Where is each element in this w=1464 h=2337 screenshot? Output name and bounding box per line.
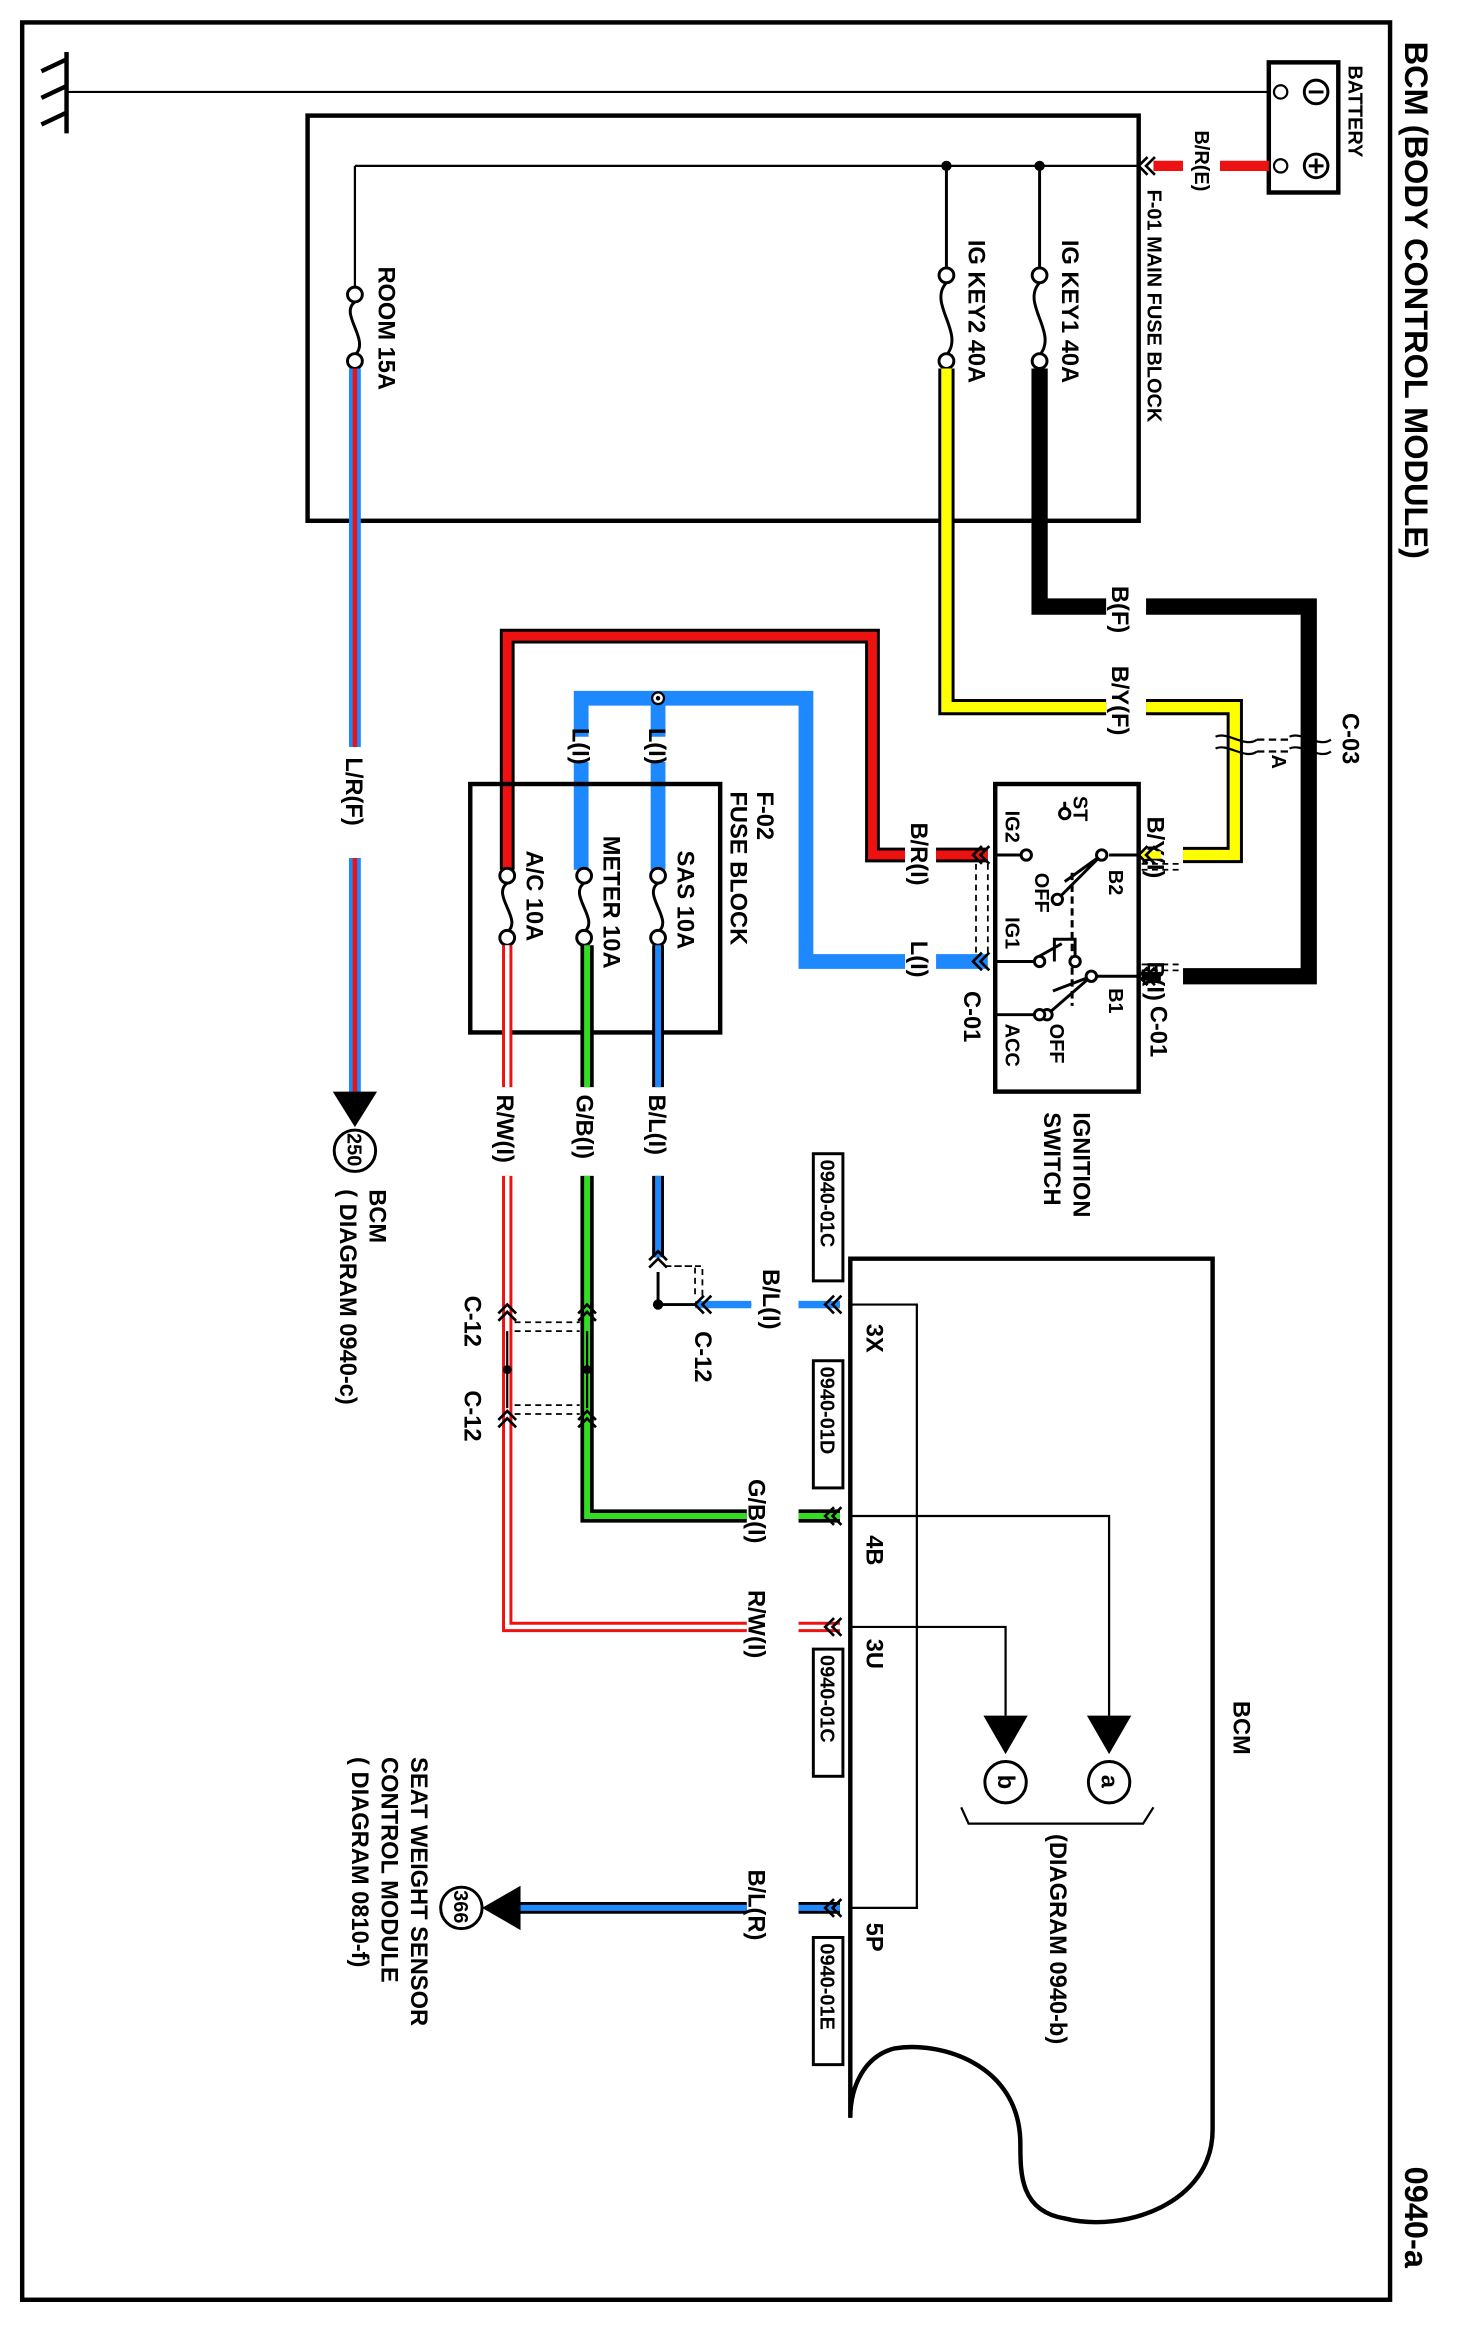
diagram-title: BCM (BODY CONTROL MODULE): [1398, 42, 1434, 559]
wire-label: L(I): [905, 941, 931, 978]
offpage-ref-a: [1086, 1760, 1132, 1805]
wire-label: R/W(I): [742, 1590, 768, 1658]
wire-label: B/L(I): [757, 1269, 783, 1329]
ground-icon: [40, 52, 69, 134]
fuse-block-label: F-02: [751, 791, 777, 840]
terminal-label-st: ST: [1069, 796, 1091, 822]
ref-label: ( DIAGRAM 0810-f): [346, 1757, 372, 1967]
fuse-label: A/C 10A: [520, 851, 546, 942]
fuse-meter: [575, 866, 593, 947]
arrow-left-icon: [482, 1885, 521, 1931]
pin-label: 4B: [861, 1535, 887, 1565]
fuse-label: METER 10A: [597, 836, 623, 969]
fuse-room: [346, 285, 364, 370]
wire-label: R/W(I): [491, 1095, 517, 1163]
connector-c12: [497, 1303, 598, 1429]
wire-label: L(I): [566, 728, 592, 765]
wire-label: G/B(I): [571, 1095, 597, 1159]
ignition-switch-label: IGNITION: [1068, 1112, 1094, 1217]
connector-label: C-01: [958, 991, 984, 1042]
ref-label: BCM: [364, 1189, 390, 1243]
connector-label: C-12: [458, 1390, 484, 1441]
fuse-block-label: FUSE BLOCK: [725, 791, 751, 945]
wire-label: B/L(R): [742, 1869, 768, 1940]
pin-label: 3U: [861, 1639, 887, 1669]
offpage-ref-366: [439, 1885, 484, 1931]
main-fuse-block: [305, 113, 1141, 524]
main-fuse-block-label: F-01 MAIN FUSE BLOCK: [1143, 190, 1165, 423]
arrow-down-icon: [983, 1715, 1028, 1755]
terminal-label-off: OFF: [1045, 1024, 1067, 1064]
connector-label: C-12: [689, 1331, 715, 1382]
ref-label: CONTROL MODULE: [376, 1757, 402, 1983]
wire-label: L/R(F): [340, 757, 366, 825]
wire-label: B/R(E): [1190, 130, 1212, 191]
connector-label: C-01: [1144, 1006, 1170, 1057]
ref-number: 250: [343, 1133, 365, 1166]
connector-pin-label: A: [1267, 754, 1289, 768]
fuse-ig-key1: [1030, 266, 1049, 370]
wire-label: L(I): [643, 728, 669, 765]
bcm-module: [848, 1256, 1215, 2225]
page-border: [19, 20, 1393, 2302]
arrow-down-icon: [1086, 1715, 1132, 1755]
bracket: [960, 1806, 1155, 1825]
ignition-switch: [993, 781, 1141, 1094]
connector-ref-box: 0940-01E: [811, 1935, 845, 2067]
connector-label: C-12: [458, 1296, 484, 1347]
ref-letter: a: [1096, 1775, 1122, 1789]
wire-rwi: [502, 945, 840, 1633]
connector-ref-box: 0940-01C: [811, 1152, 845, 1283]
offpage-diagram-label: (DIAGRAM 0940-b): [1044, 1834, 1070, 2044]
wire-li: [573, 690, 988, 969]
ignition-switch-label: SWITCH: [1038, 1112, 1064, 1205]
fuse-ac: [498, 866, 517, 947]
terminal-label-off: OFF: [1030, 873, 1052, 913]
wire-label: G/B(I): [742, 1479, 768, 1543]
terminal-label-ig1: IG1: [1001, 917, 1023, 949]
svg-text:0940-01D: 0940-01D: [816, 1367, 838, 1455]
fuse-ig-key2: [937, 266, 956, 370]
bcm-label: BCM: [1227, 1701, 1253, 1755]
pin-label: 5P: [861, 1923, 887, 1952]
ref-letter: b: [992, 1775, 1018, 1789]
switch-contacts: [995, 801, 1139, 1022]
wire-bf: [1031, 368, 1317, 985]
battery-label: BATTERY: [1344, 65, 1366, 157]
fuse-label: IG KEY1 40A: [1056, 240, 1082, 383]
svg-text:0940-01C: 0940-01C: [816, 1655, 838, 1743]
connector-ref-box: 0940-01D: [811, 1359, 845, 1490]
pin-label: 3X: [861, 1324, 887, 1353]
ref-number: 366: [449, 1890, 471, 1923]
connector-label: C-03: [1337, 713, 1363, 764]
terminal-label-b2: B2: [1104, 870, 1126, 896]
fuse-label: SAS 10A: [671, 851, 697, 950]
wire-label: B(F): [1106, 586, 1132, 633]
wire-label: B/L(I): [643, 1095, 669, 1155]
fuse-label: IG KEY2 40A: [963, 240, 989, 383]
wire-label: B/R(I): [905, 822, 931, 885]
page-code: 0940-a: [1398, 2167, 1434, 2269]
ref-label: SEAT WEIGHT SENSOR: [405, 1757, 431, 2026]
terminal-label-ig2: IG2: [1001, 811, 1023, 843]
terminal-label-b1: B1: [1104, 988, 1126, 1014]
fuse-block-f02: [468, 781, 723, 1035]
fuse-label: ROOM 15A: [373, 266, 399, 390]
svg-text:0940-01C: 0940-01C: [816, 1160, 838, 1248]
offpage-ref-250: [332, 1128, 378, 1173]
connector-c03: [1215, 734, 1332, 756]
terminal-label-acc: ACC: [1001, 1024, 1023, 1067]
connector-ref-box: 0940-01C: [811, 1647, 845, 1778]
svg-text:0940-01E: 0940-01E: [816, 1943, 838, 2030]
fuse-sas: [649, 866, 667, 947]
wire-label: B/Y(F): [1106, 666, 1132, 736]
arrow-down-icon: [332, 1091, 378, 1128]
ref-label: ( DIAGRAM 0940-c): [334, 1189, 360, 1405]
offpage-ref-b: [983, 1760, 1028, 1805]
